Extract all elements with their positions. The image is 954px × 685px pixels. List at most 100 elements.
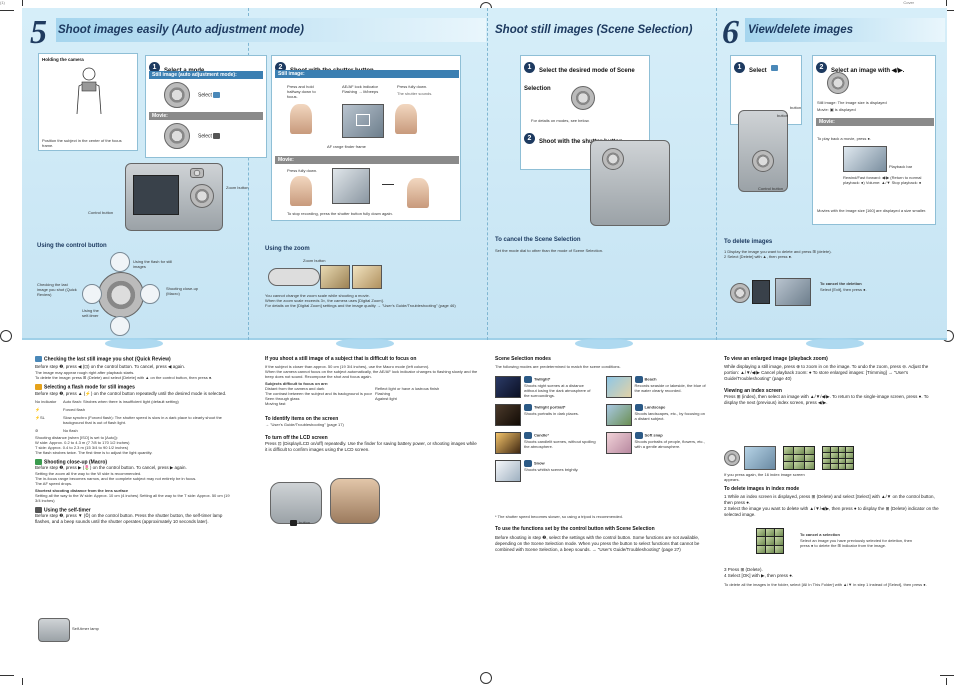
cancel-del-title: To cancel the deletion (820, 281, 862, 286)
flash-label: Using the flash for still images (133, 259, 173, 269)
registration-mark (0, 330, 12, 342)
macro-bullets: Setting the zoom all the way to the W si… (35, 470, 197, 486)
closeup-label: Shooting close-up (Macro) (166, 286, 199, 296)
playback-bar-label: Playback bar (889, 164, 913, 169)
macro-circle (140, 284, 160, 304)
selftimer-text: Before step ❷, press ▼ (⏲) on the contro… (35, 513, 223, 525)
selftimer-label: Using the self-timer (82, 308, 99, 318)
display-button-label: button (290, 520, 310, 526)
camera-top (590, 140, 670, 226)
camera-front (38, 618, 70, 642)
holding-note: Position the subject in the center of th… (42, 138, 122, 148)
zoom-btn-label: Zoom button (303, 258, 326, 263)
control-dial-diagram[interactable] (98, 272, 144, 318)
cancel-del-text: Select [Exit], then press ●. (820, 287, 867, 292)
zoom-button-icon[interactable] (190, 168, 204, 178)
index-16 (822, 446, 854, 470)
fold-arrow (575, 338, 633, 349)
quick-review-bullets: The image may appear rough right after p… (35, 370, 213, 381)
rewind-text: Rewind/Fast forward: ◀/▶ (Return to norm… (843, 175, 922, 185)
header-left: (1) (0, 0, 5, 5)
zoom-photo-tele (352, 265, 382, 289)
lower-col-1: Checking the last still image you shot (… (35, 356, 235, 525)
mode-dial[interactable] (571, 86, 595, 110)
crop-mark (22, 0, 23, 6)
flash-text: Before step ❷, press ▲ (⚡) on the contro… (35, 390, 227, 396)
index-delete-steps: 1 While an index screen is displayed, pr… (724, 494, 939, 517)
lower-col-4: To view an enlarged image (playback zoom… (724, 356, 939, 406)
control-heading: Using the control button (37, 243, 107, 249)
movie-label: Movie: (816, 118, 934, 126)
macro-text: Before step ❷, press ▶ (🌷) on the contro… (35, 464, 187, 470)
focus-heading: If you shoot a still image of a subject … (265, 356, 417, 362)
index-delete-heading: To delete images in index mode (724, 486, 800, 492)
finger-icon (290, 104, 312, 134)
cancel-scene-title: To cancel the Scene Selection (495, 237, 581, 243)
movie-disp-text: Movie: ▣ is displayed (817, 107, 856, 112)
flash-circle (110, 252, 130, 272)
mode-dial[interactable] (164, 82, 190, 108)
play-movie-text: To play back a movie, press ●. (817, 136, 871, 141)
movie-preview (332, 168, 370, 204)
person-figure (69, 66, 109, 116)
cancel-scene-text: Set the mode dial to other than the mode… (495, 248, 604, 253)
scene-mode-item: Twilight portrait*Shoots portraits in da… (495, 404, 600, 426)
control-dial[interactable] (752, 150, 774, 172)
delete-steps: 1 Display the image you want to delete a… (724, 249, 832, 259)
zoom-photo-wide (320, 265, 350, 289)
crop-mark (0, 10, 14, 11)
finger-icon (395, 104, 417, 134)
crop-mark (940, 675, 954, 676)
check-label: Checking the last image you shot (Quick … (37, 282, 77, 297)
index-delete-steps-2: 3 Press ⊞ (Delete). 4 Select [OK] with ▶… (724, 567, 794, 578)
section-title: View/delete images (748, 24, 854, 36)
press-fully-text: Press fully down. (287, 168, 318, 173)
camera-lcd (133, 175, 179, 215)
stop-rec-text: To stop recording, press the shutter but… (287, 211, 393, 216)
mode-dial[interactable] (164, 123, 190, 149)
shortest-distance-heading: Shortest shooting distance from the lens… (35, 487, 129, 493)
select-label: Select (198, 133, 222, 139)
control-dial[interactable] (730, 283, 750, 303)
cancel-selection-text: Select an image you have previously sele… (800, 538, 913, 548)
title-bar (745, 18, 945, 42)
review-circle (82, 284, 102, 304)
zoom-button-label: Zoom button (226, 185, 249, 190)
crop-mark (946, 0, 947, 6)
zoom-lever-icon[interactable] (724, 450, 740, 466)
control-button-label: Control button (758, 186, 784, 191)
registration-mark (480, 672, 492, 684)
control-button-icon[interactable] (190, 184, 214, 208)
scene-functions-heading: To use the functions set by the control … (495, 526, 655, 532)
finger-icon (407, 178, 429, 208)
scene-modes-text: The following modes are predetermined to… (495, 364, 621, 369)
mode-dial-icon[interactable] (602, 148, 624, 170)
flash-bullets: Shooting distance (when [ISO] is set to … (35, 434, 153, 455)
control-dial[interactable] (827, 72, 849, 94)
button-label: button (777, 113, 789, 118)
zoom-rocker[interactable] (268, 268, 320, 286)
lcd-off-text: Press ⊡ (Display/LCD on/off) repeatedly.… (265, 441, 477, 452)
zoom-view-text: While displaying a still image, press ⊕ … (724, 364, 929, 381)
af-frame-icon (356, 114, 370, 126)
still-size-text: Still image: The image size is displayed (817, 100, 887, 105)
fold-line (487, 8, 488, 340)
zoom-notes: You cannot change the zoom scale while s… (265, 293, 456, 308)
control-button-label: Control button (88, 210, 114, 215)
delete-preview (775, 278, 811, 306)
movie-label: Movie: (275, 156, 459, 164)
scene-functions-text: Before shooting in step ❷, select the se… (495, 535, 700, 552)
lcd-preview (342, 104, 384, 138)
quick-review-text: Before step ❷, press ◀ (⊡) on the contro… (35, 364, 185, 370)
crop-mark (0, 675, 14, 676)
index-9 (783, 446, 815, 470)
quick-review-heading: Checking the last still image you shot (… (35, 356, 235, 362)
fold-line (716, 8, 717, 340)
zoom-heading: Using the zoom (265, 246, 310, 252)
index-text: Press ⊞ (index), then select an image wi… (724, 394, 929, 405)
scene-modes-grid: Twilight*Shoots night scenes at a distan… (495, 376, 710, 482)
